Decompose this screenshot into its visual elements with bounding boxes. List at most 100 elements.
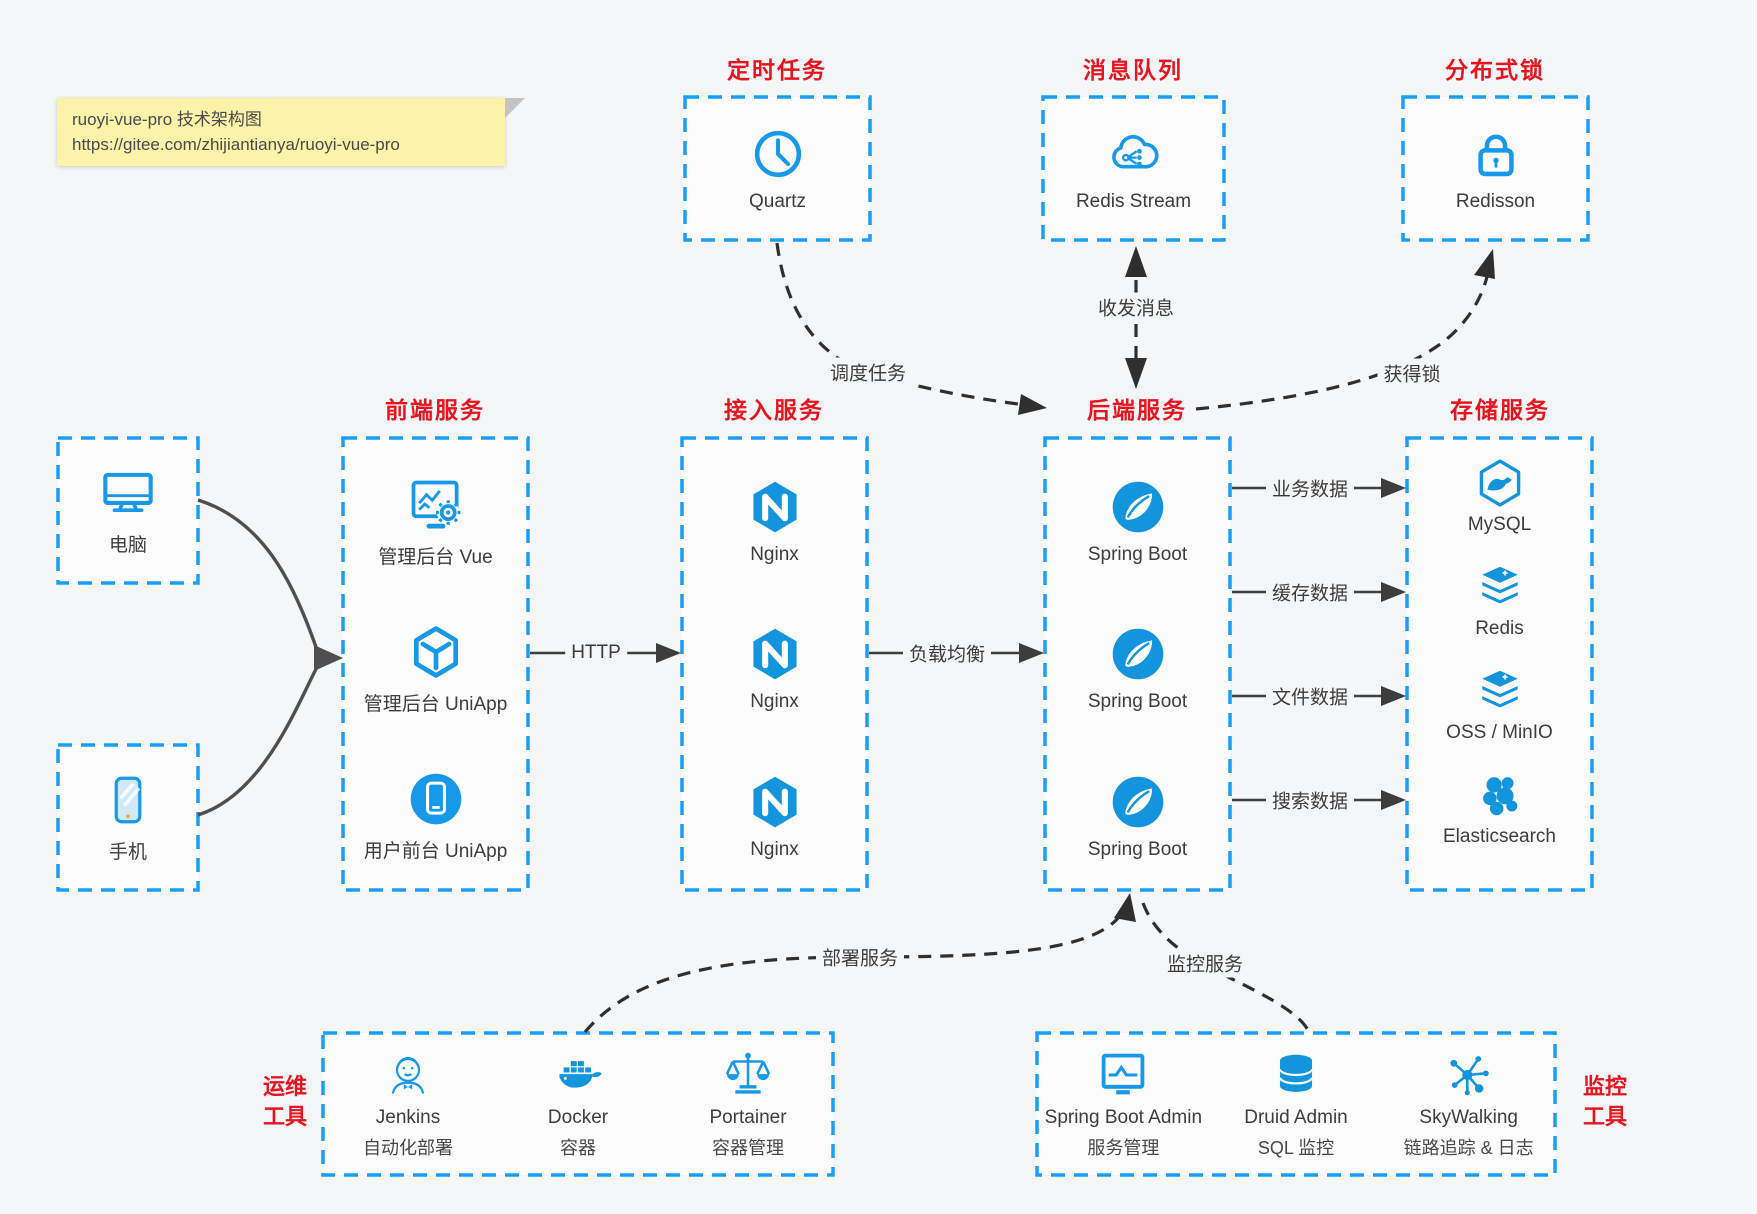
jenkins-icon [391,1057,425,1094]
edge-label-load-balance: 负载均衡 [902,638,992,668]
portainer-scales-icon [725,1052,771,1094]
nginx-icon [752,481,797,533]
node-quartz: Quartz [685,97,870,240]
node-label: 手机 [108,842,147,863]
monitoring-tools-box: Spring Boot Admin 服务管理 Druid Admin SQL 监… [1037,1033,1555,1175]
uniapp-cube-icon [413,626,458,678]
gateway-column: Nginx Nginx Nginx [682,438,867,890]
skywalking-network-icon [1450,1056,1489,1096]
tool-name: Spring Boot Admin [1044,1107,1203,1128]
edge-clients-path [197,498,319,817]
lock-icon [1477,134,1514,176]
edge-label-file-data: 文件数据 [1265,681,1355,711]
node-label: Redis [1475,618,1524,639]
tool-desc: 自动化部署 [363,1138,453,1158]
node-label: 用户前台 UniApp [363,841,508,863]
tool-desc: 容器管理 [712,1138,784,1158]
node-label: MySQL [1467,514,1532,535]
node-label: Redisson [1455,190,1536,212]
spring-boot-icon [1112,629,1163,680]
node-spring-boot-3: Spring Boot [1045,743,1230,890]
node-redisson: Redisson [1403,97,1588,240]
edge-lock-path [1195,261,1492,411]
node-label: 管理后台 Vue [378,546,493,568]
edge-label-deploy: 部署服务 [815,942,905,972]
admin-dashboard-icon [411,480,460,529]
node-pc: 电脑 [58,438,198,583]
node-label: Nginx [750,691,799,713]
node-label: Nginx [750,838,799,860]
node-spring-boot-2: Spring Boot [1045,595,1230,742]
node-skywalking: SkyWalking 链路追踪 & 日志 [1382,1033,1555,1175]
tool-name: Jenkins [375,1107,441,1128]
mysql-icon [1479,459,1520,507]
node-redis-stream: Redis Stream [1043,97,1224,240]
group-title-storage: 存储服务 [1450,397,1550,423]
edge-schedule-path [775,242,1019,406]
group-title-message-queue: 消息队列 [1083,57,1183,83]
tool-name: Portainer [709,1107,787,1128]
node-label: 管理后台 UniApp [363,693,508,715]
group-title-gateway: 接入服务 [724,397,824,423]
node-oss-minio: OSS / MinIO [1407,652,1592,756]
druid-database-icon [1278,1054,1314,1092]
spring-boot-icon [1112,481,1163,533]
node-label: Spring Boot [1087,544,1188,566]
node-jenkins: Jenkins 自动化部署 [323,1033,493,1175]
solid-edge-arrowheads [656,478,1406,810]
node-nginx-2: Nginx [682,595,867,742]
node-docker: Docker 容器 [493,1033,663,1175]
sticky-note: ruoyi-vue-pro 技术架构图 https://gitee.com/zh… [57,98,525,166]
edge-label-cache-data: 缓存数据 [1265,577,1355,607]
node-phone: 手机 [58,745,198,890]
nginx-icon [752,629,797,680]
oss-stack-icon [1481,670,1518,708]
nginx-icon [752,776,797,828]
edge-monitor-path [1141,902,1311,1033]
node-druid-admin: Druid Admin SQL 监控 [1210,1033,1383,1175]
node-nginx-3: Nginx [682,743,867,890]
desktop-icon [103,472,153,513]
edge-label-monitor: 监控服务 [1160,948,1250,978]
node-label: Quartz [748,190,807,212]
tool-name: Druid Admin [1244,1107,1348,1128]
spring-boot-icon [1112,776,1163,828]
tool-name: SkyWalking [1419,1107,1518,1128]
node-nginx-1: Nginx [682,448,867,595]
elasticsearch-icon [1482,777,1517,816]
node-uniapp-user: 用户前台 UniApp [343,743,528,890]
edge-label-lock: 获得锁 [1377,358,1447,388]
edge-label-http: HTTP [565,641,627,665]
monitoring-tools-label: 监控 工具 [1582,1074,1627,1129]
node-vue-admin: 管理后台 Vue [343,448,528,595]
backend-column: Spring Boot Spring Boot Spring Boot [1045,438,1230,890]
node-uniapp-admin: 管理后台 UniApp [343,595,528,742]
tool-desc: 链路追踪 & 日志 [1403,1138,1534,1158]
note-url: https://gitee.com/zhijiantianya/ruoyi-vu… [72,135,400,154]
docker-icon [559,1061,602,1088]
tool-name: Docker [547,1107,609,1128]
node-label: Elasticsearch [1443,826,1556,847]
node-label: OSS / MinIO [1446,722,1553,743]
node-mysql: MySQL [1407,444,1592,548]
ops-tools-box: Jenkins 自动化部署 Docker 容器 [323,1033,833,1175]
dashed-edge-arrowheads [1018,246,1495,922]
edge-label-business-data: 业务数据 [1265,473,1355,503]
edge-clients-arrowhead [314,645,343,671]
storage-column: MySQL Redis OSS / Mi [1407,438,1592,890]
group-title-distributed-lock: 分布式锁 [1445,57,1545,83]
group-title-scheduled-task: 定时任务 [727,57,827,83]
cloud-queue-icon [1111,134,1159,168]
node-redis: Redis [1407,548,1592,652]
node-label: Redis Stream [1075,190,1192,212]
group-title-backend: 后端服务 [1087,397,1187,423]
node-elasticsearch: Elasticsearch [1407,756,1592,860]
note-fold-corner [505,98,525,118]
node-label: Nginx [750,544,799,566]
node-label: Spring Boot [1087,838,1188,860]
mobile-app-icon [410,774,461,825]
node-spring-boot-1: Spring Boot [1045,448,1230,595]
node-spring-boot-admin: Spring Boot Admin 服务管理 [1037,1033,1210,1175]
edge-label-messaging: 收发消息 [1091,292,1181,322]
